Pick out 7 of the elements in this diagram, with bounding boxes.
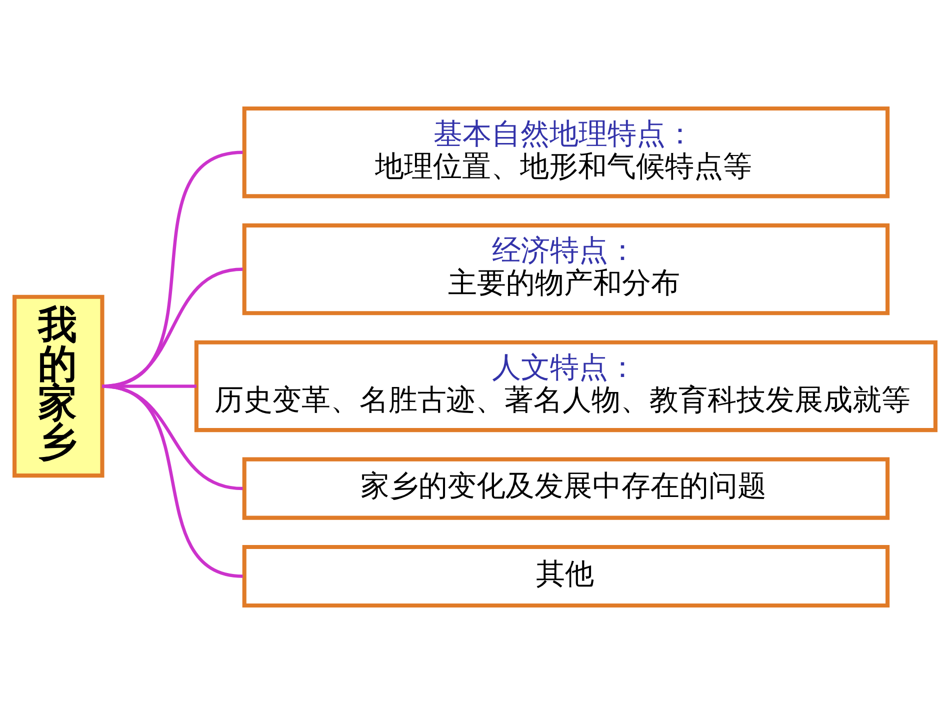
node-box: 其他 — [242, 544, 890, 608]
node-box: 我的家乡 — [12, 294, 104, 478]
node-box: 经济特点： 主要的物产和分布 — [242, 222, 890, 315]
connector — [102, 384, 243, 578]
node-box: 人文特点： 历史变革、名胜古迹、著名人物、教育科技发展成就等 — [194, 340, 938, 432]
node-box: 家乡的变化及发展中存在的问题 — [242, 456, 890, 520]
node-box: 基本自然地理特点： 地理位置、地形和气候特点等 — [242, 106, 890, 198]
